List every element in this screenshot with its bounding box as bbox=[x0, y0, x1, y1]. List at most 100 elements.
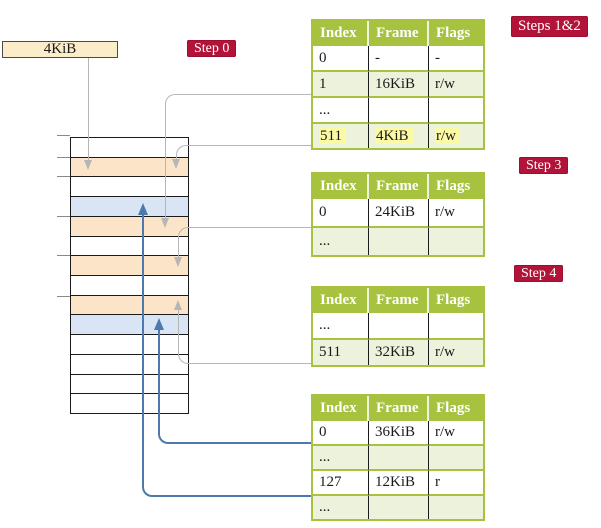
arrowhead-entry-12kib bbox=[138, 203, 148, 215]
table-cell bbox=[369, 98, 429, 124]
memory-row-3 bbox=[71, 196, 188, 216]
memory-row-6 bbox=[71, 255, 188, 276]
steps-1-2-badge: Steps 1&2 bbox=[511, 16, 588, 37]
table-cell: 36KiB bbox=[369, 421, 429, 446]
memory-tick-2 bbox=[57, 176, 70, 177]
table-row: ... bbox=[313, 313, 483, 340]
table-cell: r/w bbox=[429, 199, 483, 228]
column-header-frame: Frame bbox=[369, 396, 429, 421]
memory-tick-4 bbox=[57, 255, 70, 256]
table-cell: 16KiB bbox=[369, 72, 429, 98]
arrow-entry-32kib bbox=[178, 309, 370, 364]
arrow-entry-16kib bbox=[165, 94, 370, 218]
table-cell: r/w bbox=[429, 72, 483, 98]
memory-row-7 bbox=[71, 275, 188, 295]
step4-badge: Step 4 bbox=[514, 265, 564, 282]
highlighted-value: 511 bbox=[319, 127, 346, 144]
memory-row-5 bbox=[71, 235, 188, 256]
column-header-frame: Frame bbox=[369, 288, 429, 313]
page-size-box: 4KiB bbox=[2, 41, 118, 58]
arrow-entry-12kib bbox=[142, 214, 370, 497]
arrow-entry-36kib bbox=[158, 329, 372, 444]
table-row: ... bbox=[313, 98, 483, 124]
arrowhead-entry-16kib bbox=[161, 218, 169, 228]
table-cell: 12KiB bbox=[369, 471, 429, 496]
column-header-index: Index bbox=[313, 288, 369, 313]
table-cell bbox=[369, 446, 429, 471]
arrowhead-entry-4kib bbox=[172, 159, 180, 169]
column-header-flags: Flags bbox=[429, 174, 483, 199]
step0-badge: Step 0 bbox=[187, 40, 237, 57]
table-cell: r bbox=[429, 471, 483, 496]
column-header-index: Index bbox=[313, 174, 369, 199]
column-header-flags: Flags bbox=[429, 288, 483, 313]
table-cell: ... bbox=[313, 496, 369, 519]
memory-row-1 bbox=[71, 156, 188, 177]
memory-row-0 bbox=[71, 138, 188, 157]
arrowhead-entry-24kib bbox=[174, 257, 182, 267]
table-cell: ... bbox=[313, 446, 369, 471]
memory-tick-5 bbox=[57, 296, 70, 297]
table-cell: 127 bbox=[313, 471, 369, 496]
table-cell: ... bbox=[313, 228, 369, 255]
arrowhead-page-size bbox=[84, 160, 92, 170]
column-header-frame: Frame bbox=[369, 21, 429, 46]
table-cell: 1 bbox=[313, 72, 369, 98]
table-cell: 0 bbox=[313, 421, 369, 446]
highlighted-value: 4KiB bbox=[375, 127, 413, 144]
column-header-flags: Flags bbox=[429, 21, 483, 46]
column-header-frame: Frame bbox=[369, 174, 429, 199]
memory-tick-0 bbox=[57, 135, 70, 136]
step3-badge: Step 3 bbox=[519, 157, 569, 174]
arrow-entry-24kib bbox=[178, 227, 370, 258]
table-cell bbox=[429, 98, 483, 124]
table-cell bbox=[369, 496, 429, 519]
arrow-entry-4kib bbox=[176, 145, 370, 160]
table-cell: 511 bbox=[313, 124, 369, 148]
memory-tick-1 bbox=[57, 157, 70, 158]
highlighted-value: r/w bbox=[435, 127, 460, 144]
table-cell bbox=[429, 228, 483, 255]
table-cell: 0 bbox=[313, 46, 369, 72]
table-cell bbox=[429, 496, 483, 519]
memory-row-8 bbox=[71, 294, 188, 315]
table-row: 0-- bbox=[313, 46, 483, 72]
table-cell: r/w bbox=[429, 421, 483, 446]
table-row: 511 4KiB r/w bbox=[313, 124, 483, 148]
column-header-index: Index bbox=[313, 396, 369, 421]
table-cell bbox=[429, 313, 483, 340]
table-cell: r/w bbox=[429, 340, 483, 365]
table-cell: ... bbox=[313, 98, 369, 124]
table-cell: ... bbox=[313, 313, 369, 340]
table-cell: 24KiB bbox=[369, 199, 429, 228]
memory-row-4 bbox=[71, 215, 188, 236]
table-cell: 511 bbox=[313, 340, 369, 365]
column-header-index: Index bbox=[313, 21, 369, 46]
table-cell: 32KiB bbox=[369, 340, 429, 365]
table-cell: 4KiB bbox=[369, 124, 429, 148]
table-row: ... bbox=[313, 228, 483, 255]
column-header-flags: Flags bbox=[429, 396, 483, 421]
memory-tick-3 bbox=[57, 216, 70, 217]
table-cell bbox=[369, 313, 429, 340]
memory-row-2 bbox=[71, 176, 188, 197]
table-cell: - bbox=[369, 46, 429, 72]
table-row: ... bbox=[313, 496, 483, 519]
table-cell: 0 bbox=[313, 199, 369, 228]
arrow-page-size-to-frame bbox=[88, 58, 89, 161]
table-cell bbox=[429, 446, 483, 471]
table-cell: r/w bbox=[429, 124, 483, 148]
arrowhead-entry-36kib bbox=[154, 318, 164, 330]
arrowhead-entry-32kib bbox=[174, 300, 182, 310]
table-cell bbox=[369, 228, 429, 255]
